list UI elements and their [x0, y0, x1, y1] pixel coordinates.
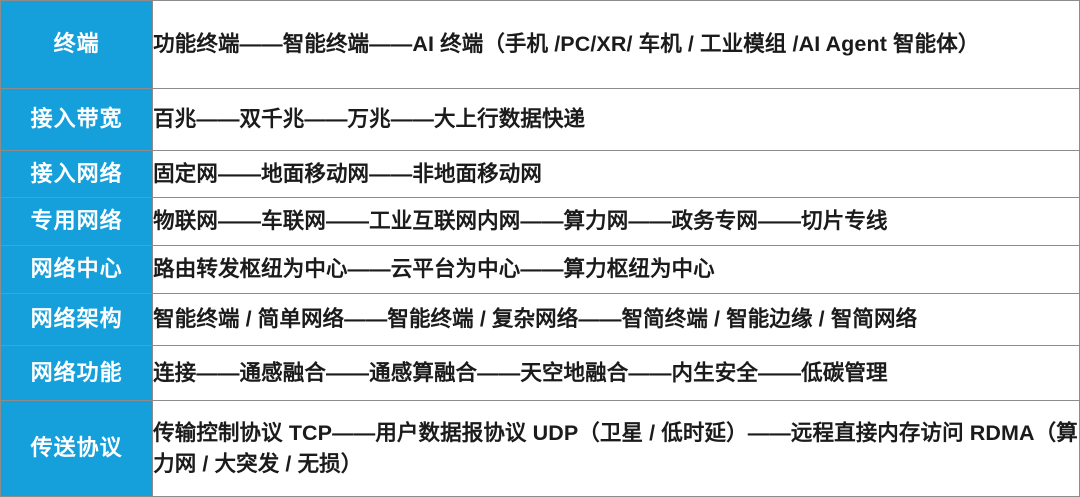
- row-content-cell-dedicated-network: 物联网——车联网——工业互联网内网——算力网——政务专网——切片专线: [152, 197, 1080, 246]
- row-label-cell-terminal: 终端: [0, 0, 154, 89]
- row-content-text: 固定网——地面移动网——非地面移动网: [153, 161, 542, 186]
- row-label-text: 专用网络: [1, 198, 153, 245]
- table-row: 专用网络 物联网——车联网——工业互联网内网——算力网——政务专网——切片专线: [0, 197, 1080, 246]
- row-label-cell-dedicated-network: 专用网络: [0, 197, 154, 246]
- row-label-text: 网络中心: [1, 246, 153, 293]
- row-content-cell-access-network: 固定网——地面移动网——非地面移动网: [152, 150, 1080, 198]
- row-label-cell-network-architecture: 网络架构: [0, 293, 154, 346]
- table-row: 终端 功能终端——智能终端——AI 终端（手机 /PC/XR/ 车机 / 工业模…: [0, 0, 1080, 89]
- row-content-text: 路由转发枢纽为中心——云平台为中心——算力枢纽为中心: [153, 257, 715, 282]
- row-content-text: 物联网——车联网——工业互联网内网——算力网——政务专网——切片专线: [153, 209, 888, 234]
- row-content-cell-transport-protocol: 传输控制协议 TCP——用户数据报协议 UDP（卫星 / 低时延）——远程直接内…: [152, 400, 1080, 497]
- table-row: 网络中心 路由转发枢纽为中心——云平台为中心——算力枢纽为中心: [0, 245, 1080, 294]
- row-content-cell-terminal: 功能终端——智能终端——AI 终端（手机 /PC/XR/ 车机 / 工业模组 /…: [152, 0, 1080, 89]
- row-content-cell-network-center: 路由转发枢纽为中心——云平台为中心——算力枢纽为中心: [152, 245, 1080, 294]
- row-label-text: 网络功能: [1, 346, 153, 400]
- table-row: 网络架构 智能终端 / 简单网络——智能终端 / 复杂网络——智简终端 / 智能…: [0, 293, 1080, 346]
- row-content-cell-network-architecture: 智能终端 / 简单网络——智能终端 / 复杂网络——智简终端 / 智能边缘 / …: [152, 293, 1080, 346]
- row-label-cell-access-network: 接入网络: [0, 150, 154, 198]
- row-label-cell-access-bandwidth: 接入带宽: [0, 88, 154, 151]
- row-content-cell-access-bandwidth: 百兆——双千兆——万兆——大上行数据快递: [152, 88, 1080, 151]
- row-label-cell-network-function: 网络功能: [0, 345, 154, 401]
- row-content-text: 智能终端 / 简单网络——智能终端 / 复杂网络——智简终端 / 智能边缘 / …: [153, 307, 918, 332]
- table-row: 传送协议 传输控制协议 TCP——用户数据报协议 UDP（卫星 / 低时延）——…: [0, 400, 1080, 497]
- row-label-text: 终端: [1, 1, 153, 88]
- row-content-cell-network-function: 连接——通感融合——通感算融合——天空地融合——内生安全——低碳管理: [152, 345, 1080, 401]
- row-content-text: 功能终端——智能终端——AI 终端（手机 /PC/XR/ 车机 / 工业模组 /…: [153, 32, 980, 57]
- table-row: 接入带宽 百兆——双千兆——万兆——大上行数据快递: [0, 88, 1080, 151]
- row-content-text: 连接——通感融合——通感算融合——天空地融合——内生安全——低碳管理: [153, 360, 888, 385]
- row-label-cell-network-center: 网络中心: [0, 245, 154, 294]
- row-label-cell-transport-protocol: 传送协议: [0, 400, 154, 497]
- table-row: 接入网络 固定网——地面移动网——非地面移动网: [0, 150, 1080, 198]
- row-content-text: 传输控制协议 TCP——用户数据报协议 UDP（卫星 / 低时延）——远程直接内…: [153, 420, 1078, 476]
- row-content-text: 百兆——双千兆——万兆——大上行数据快递: [153, 107, 586, 132]
- row-label-text: 接入网络: [1, 151, 153, 197]
- row-label-text: 传送协议: [1, 401, 153, 496]
- row-label-text: 网络架构: [1, 294, 153, 345]
- table-row: 网络功能 连接——通感融合——通感算融合——天空地融合——内生安全——低碳管理: [0, 345, 1080, 401]
- row-label-text: 接入带宽: [1, 89, 153, 150]
